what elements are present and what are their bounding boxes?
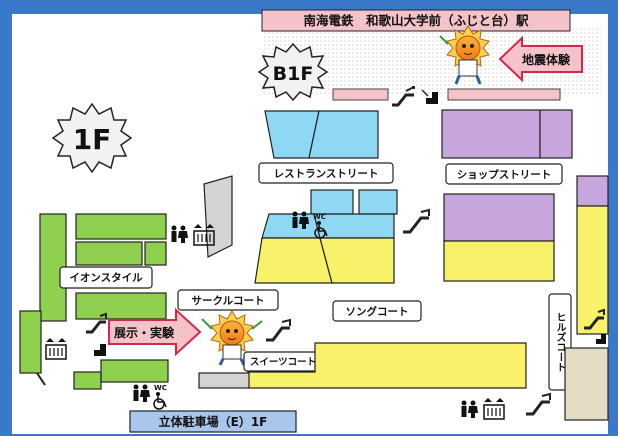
earthquake-callout-label: 地震体験 xyxy=(522,52,571,67)
aeon-block-6 xyxy=(19,310,42,374)
court-block-yellow-2 xyxy=(319,237,395,284)
exhibit-callout-label: 展示・実験 xyxy=(114,325,175,340)
hills-court-block xyxy=(564,347,609,421)
station-label: 南海電鉄 和歌山大学前（ふじと台）駅 xyxy=(303,13,529,28)
escalator-icon-sweets xyxy=(266,318,291,342)
aeon-block-5 xyxy=(75,292,167,320)
elevator-icon-2 xyxy=(45,338,67,360)
restaurant-street-label: レストランストリート xyxy=(274,168,379,180)
stairs-icon-hills xyxy=(590,334,606,344)
wheelchair-icon-1 xyxy=(314,221,328,239)
b1f-platform-right xyxy=(447,88,561,101)
shop-street-sign xyxy=(445,163,563,185)
escalator-icon-center xyxy=(403,208,430,234)
stairs-icon-top xyxy=(420,89,438,104)
hills-court-label: ヒルズコート xyxy=(554,312,566,372)
sun-mascot-icon-top xyxy=(439,25,490,85)
aeon-style-label: イオンスタイル xyxy=(69,272,143,284)
b1f-floor-label: B1F xyxy=(273,63,314,85)
1f-floor-label: 1F xyxy=(73,123,112,156)
court-block-yellow-1 xyxy=(254,237,333,284)
elevator-icon-1 xyxy=(193,224,215,246)
shop-street-label: ショップストリート xyxy=(457,168,552,181)
aeon-block-3 xyxy=(75,241,143,266)
restaurant-block-3 xyxy=(310,189,354,215)
escalator-icon-left xyxy=(86,312,107,334)
b1f-platform-left xyxy=(332,88,389,101)
restroom-icon-4 xyxy=(461,400,478,418)
aeon-style-sign xyxy=(59,266,153,289)
entrance-marker xyxy=(36,372,46,386)
wc-label-2: WC xyxy=(154,384,167,392)
song-court-sign xyxy=(332,300,422,322)
sweets-court-label: スイーツコート xyxy=(250,357,316,368)
escalator-icon-bottom-right xyxy=(526,392,551,416)
parking-label: 立体駐車場（E）1F xyxy=(159,414,268,429)
restroom-icon-3 xyxy=(133,384,150,402)
aeon-block-4 xyxy=(144,241,167,266)
aeon-block-8 xyxy=(73,371,102,390)
parking-banner xyxy=(129,410,297,433)
restaurant-block-2 xyxy=(308,110,379,159)
aeon-block-2 xyxy=(75,213,167,240)
circle-court-label: サークルコート xyxy=(192,295,265,307)
restroom-icon-1 xyxy=(171,225,188,243)
restroom-icon-2 xyxy=(292,211,309,229)
escalator-icon-top xyxy=(392,86,415,107)
restaurant-street-sign xyxy=(258,162,394,184)
sweets-block-gray xyxy=(198,372,250,389)
shop-block-5 xyxy=(576,175,609,207)
shop-block-4 xyxy=(443,240,555,282)
aeon-block-7 xyxy=(100,359,169,383)
wheelchair-icon-2 xyxy=(153,392,167,410)
1f-floor-badge xyxy=(51,102,133,174)
station-banner xyxy=(261,9,571,32)
escalator-icon-hills xyxy=(584,308,605,330)
shop-block-6 xyxy=(576,205,609,335)
exhibit-callout xyxy=(108,307,202,357)
circle-court-sign xyxy=(177,289,279,311)
wc-label-1: WC xyxy=(313,213,326,221)
shop-block-1 xyxy=(441,109,541,159)
restaurant-block-4 xyxy=(358,189,398,215)
shop-block-2 xyxy=(539,109,573,159)
elevator-icon-3 xyxy=(483,398,505,420)
shop-block-3 xyxy=(443,193,555,242)
song-court-label: ソングコート xyxy=(346,305,409,318)
stairs-icon-left xyxy=(88,344,106,356)
earthquake-callout xyxy=(498,35,583,83)
gray-block xyxy=(203,175,233,258)
b1f-floor-badge xyxy=(257,42,329,102)
court-block-blue xyxy=(261,213,321,239)
sun-mascot-icon-bottom xyxy=(201,310,263,366)
